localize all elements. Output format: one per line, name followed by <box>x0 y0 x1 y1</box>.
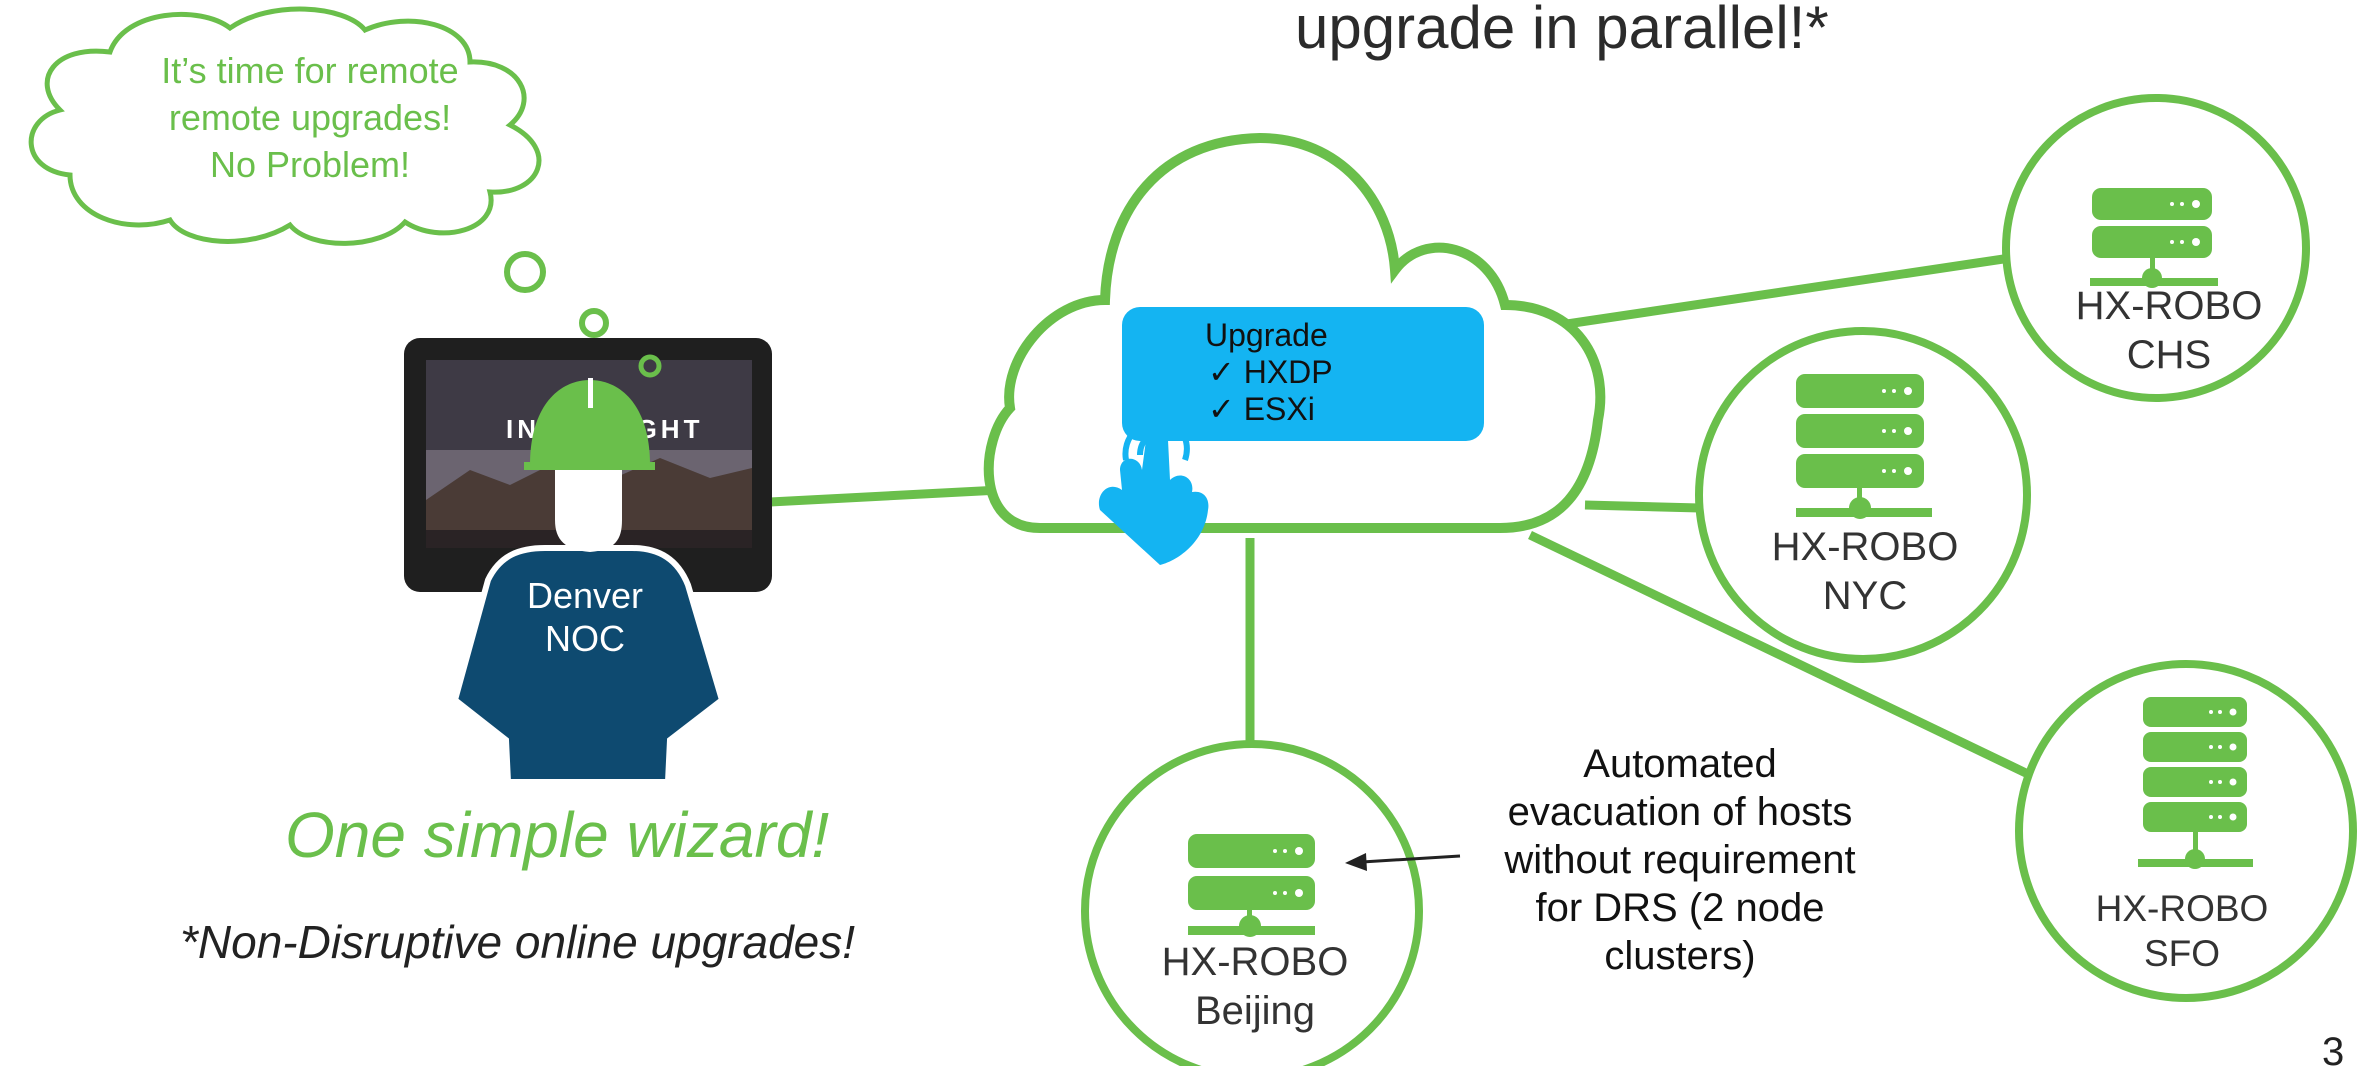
line-cloud-sfo <box>1528 530 2032 780</box>
server-rack-icon <box>1188 188 2253 937</box>
site-beijing-line2: Beijing <box>1194 988 1316 1033</box>
upgrade-card-title: Upgrade <box>1205 317 1328 353</box>
thought-bubble-cloud <box>28 6 542 246</box>
site-beijing-line1: HX-ROBO <box>1161 940 1349 984</box>
operator-label-line2: NOC <box>545 618 625 660</box>
evacuation-line-1: Automated <box>1583 742 1777 786</box>
site-label-sfo: HX-ROBO SFO <box>2032 886 2332 976</box>
wizard-tagline: One simple wizard! <box>285 799 830 871</box>
site-nyc-line2: NYC <box>1822 573 1908 618</box>
thought-line-1: It’s time for remote <box>161 50 459 91</box>
upgrade-item-esxi: ✓ ESXi <box>1208 391 1315 427</box>
evacuation-line-3: without requirement <box>1504 838 1856 882</box>
line-cloud-nyc <box>1584 500 1701 513</box>
upgrade-card[interactable] <box>1122 307 1484 441</box>
upgrade-item-hxdp: ✓ HXDP <box>1208 354 1333 390</box>
site-sfo-line1: HX-ROBO <box>2095 888 2269 929</box>
arrow-icon <box>1345 853 1461 871</box>
line-cloud-chs <box>1539 253 2011 333</box>
site-circle-nyc <box>1695 327 2031 663</box>
person-hardhat-icon <box>451 378 726 785</box>
evacuation-note: Automated evacuation of hosts without re… <box>1445 740 1915 980</box>
thought-dot-small <box>579 308 609 338</box>
evacuation-line-5: clusters) <box>1604 934 1756 978</box>
slide-title: upgrade in parallel!* <box>1295 0 1829 61</box>
site-sfo-line2: SFO <box>2143 933 2221 975</box>
evacuation-line-4: for DRS (2 node <box>1535 886 1825 930</box>
site-label-chs: HX-ROBO CHS <box>2019 282 2319 380</box>
server-leds <box>1273 200 2237 897</box>
thought-line-3: No Problem! <box>209 143 411 185</box>
operator-label: Denver NOC <box>500 574 670 660</box>
thought-line-2: remote upgrades! <box>168 96 452 138</box>
site-nyc-line1: HX-ROBO <box>1771 525 1959 569</box>
evacuation-line-2: evacuation of hosts <box>1507 790 1853 834</box>
site-label-beijing: HX-ROBO Beijing <box>1105 938 1405 1036</box>
footnote: *Non-Disruptive online upgrades! <box>180 916 856 968</box>
site-label-nyc: HX-ROBO NYC <box>1715 523 2015 621</box>
site-chs-line2: CHS <box>2126 332 2212 377</box>
thought-dot-large <box>504 251 546 293</box>
thought-bubble-text: It’s time for remote remote upgrades! No… <box>100 48 520 188</box>
operator-label-line1: Denver <box>526 575 644 616</box>
page-number: 3 <box>2322 1030 2345 1074</box>
site-chs-line1: HX-ROBO <box>2075 284 2263 328</box>
